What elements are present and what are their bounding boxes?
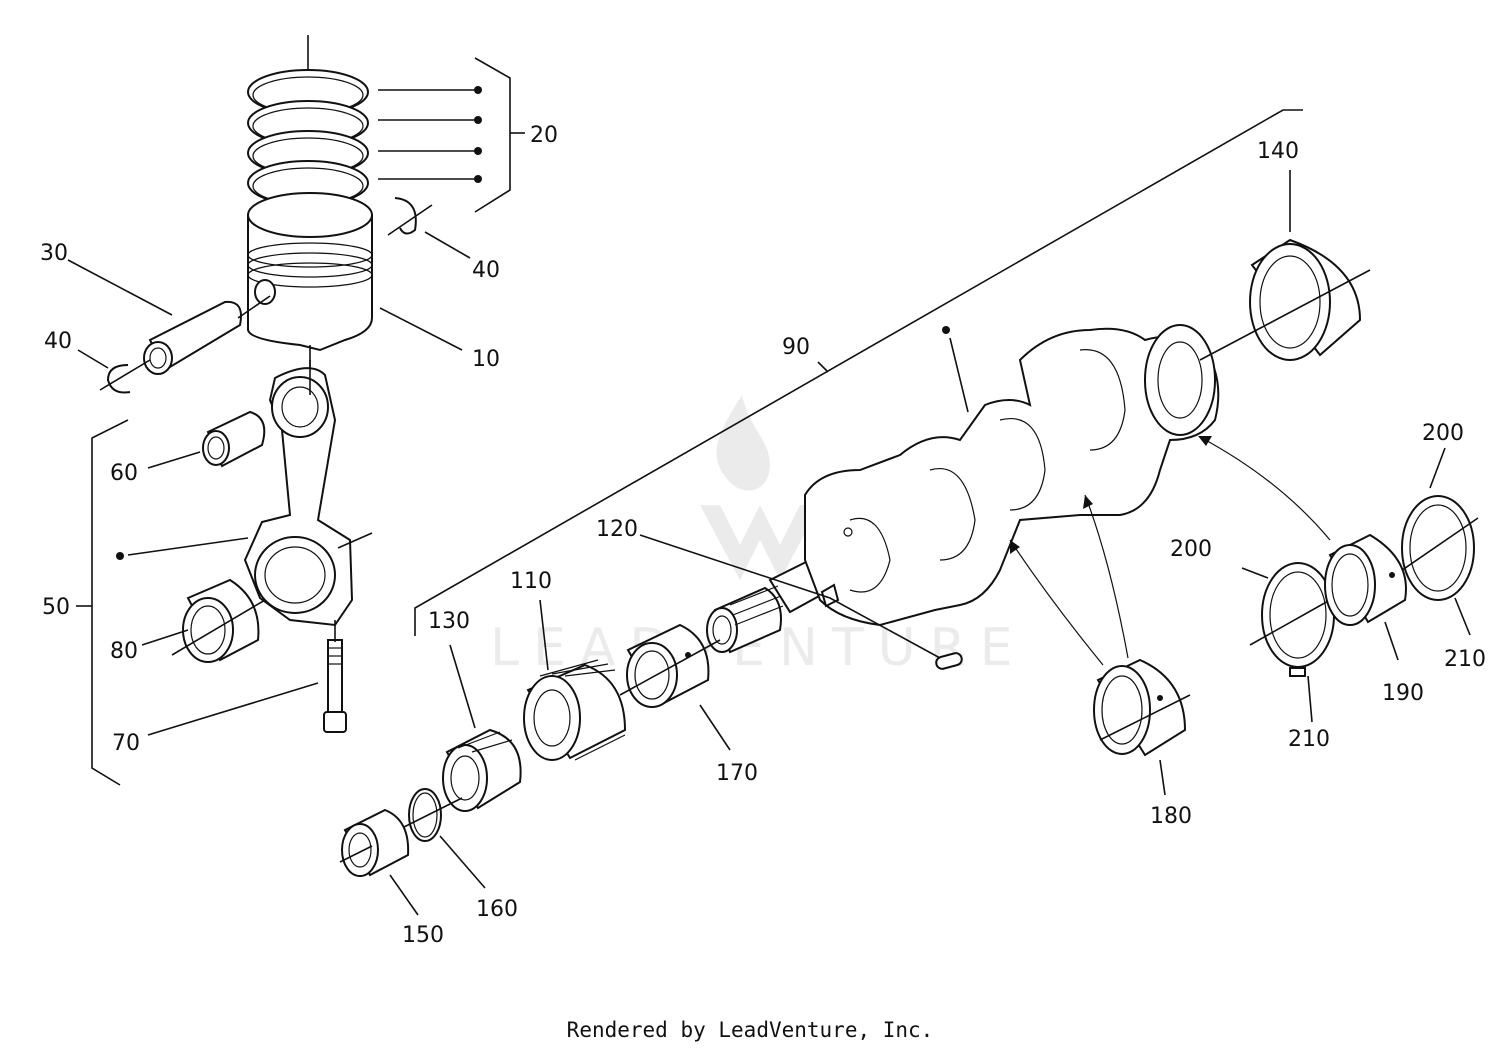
circlip-right: [387, 197, 471, 259]
callout-120: 120: [596, 517, 638, 542]
bushing-150: [339, 808, 419, 916]
connecting-rod: [76, 360, 373, 786]
callout-40-right: 40: [472, 258, 500, 283]
callout-80: 80: [110, 639, 138, 664]
piston: [247, 192, 463, 370]
small-end-bushing: [147, 410, 266, 469]
piston-ring-set: [247, 35, 525, 213]
crankshaft: [414, 109, 1303, 636]
callout-160: 160: [476, 897, 518, 922]
callout-60: 60: [110, 461, 138, 486]
main-bearing-180: [1009, 494, 1191, 796]
callout-40-left: 40: [44, 329, 72, 354]
callout-70: 70: [112, 731, 140, 756]
footer-credit: Rendered by LeadVenture, Inc.: [566, 1018, 934, 1042]
crank-bearing-170: [619, 623, 731, 751]
callout-30: 30: [40, 241, 68, 266]
snap-ring-160: [397, 788, 486, 889]
thrust-washer-right: [1394, 447, 1479, 636]
callout-200-left: 200: [1170, 537, 1212, 562]
gear-130: [442, 644, 522, 812]
callout-200-right: 200: [1422, 421, 1464, 446]
woodruff-key: [639, 534, 963, 670]
con-rod-bolt: [147, 620, 347, 736]
splined-shaft: [706, 585, 784, 654]
main-bearing-190: [1198, 436, 1407, 661]
piston-pin: [67, 259, 271, 375]
callout-10: 10: [472, 347, 500, 372]
callout-150: 150: [402, 923, 444, 948]
thrust-washer-left: [1241, 562, 1335, 723]
callout-210-left: 210: [1288, 727, 1330, 752]
callout-90: 90: [782, 335, 810, 360]
callout-50: 50: [42, 595, 70, 620]
callout-180: 180: [1150, 804, 1192, 829]
callout-20: 20: [530, 123, 558, 148]
callout-210-right: 210: [1444, 647, 1486, 672]
gear-110: [523, 599, 627, 761]
circlip-left: [77, 349, 151, 394]
callout-140: 140: [1257, 139, 1299, 164]
big-end-bearing: [141, 578, 266, 663]
callout-110: 110: [510, 569, 552, 594]
main-bearing-140: [1199, 170, 1371, 361]
callout-170: 170: [716, 761, 758, 786]
callout-130: 130: [428, 609, 470, 634]
callout-190: 190: [1382, 681, 1424, 706]
